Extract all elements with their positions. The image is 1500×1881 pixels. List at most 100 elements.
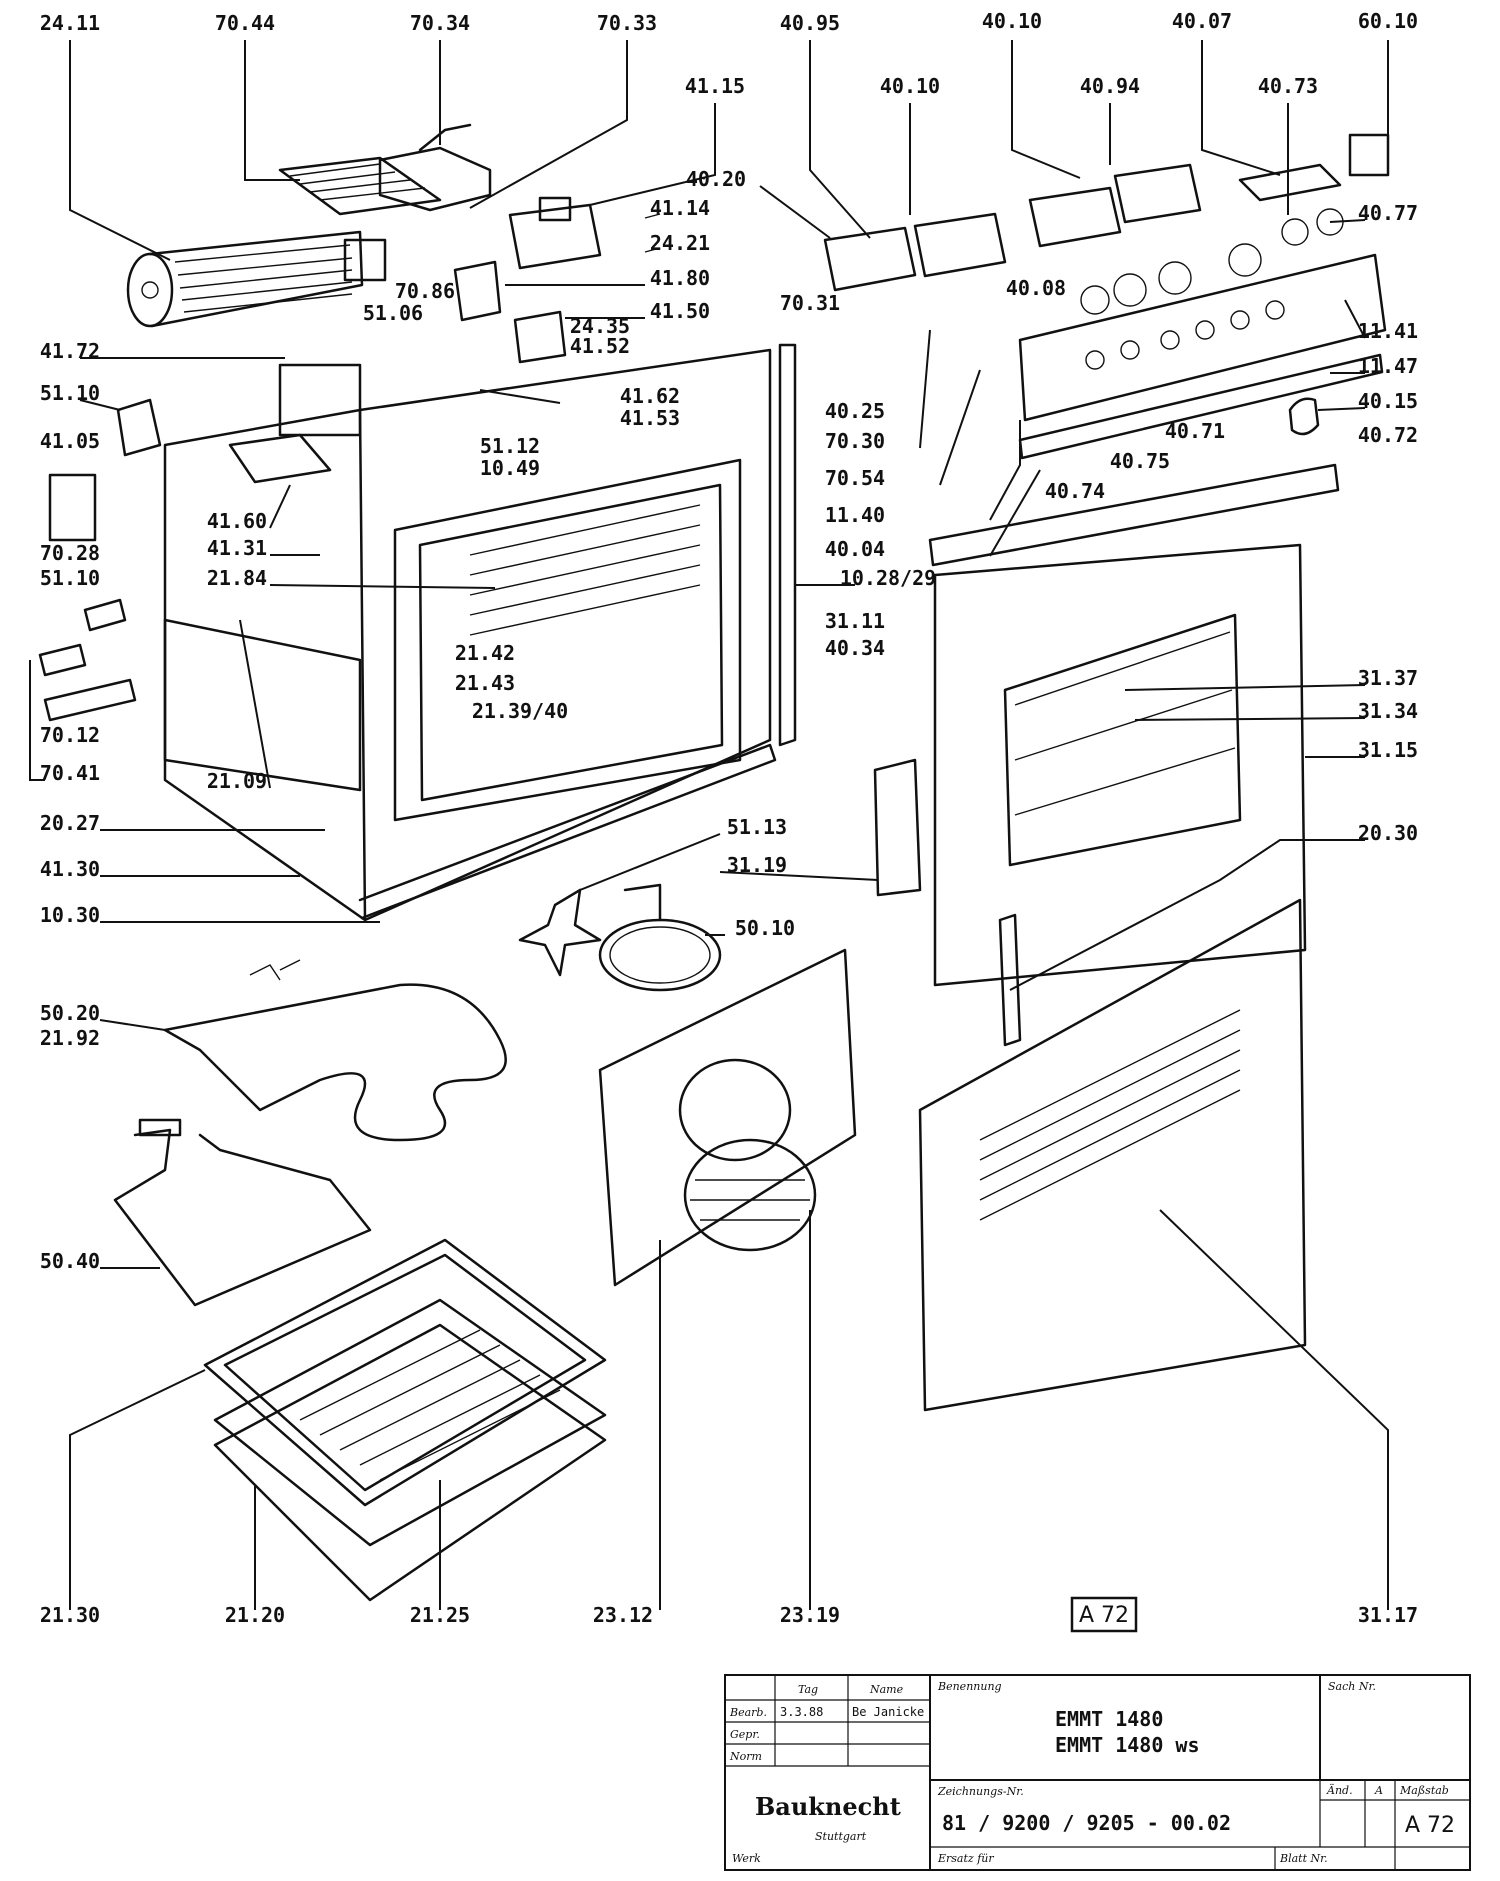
part-label-40-72: 40.72 bbox=[1358, 423, 1418, 447]
part-label-70-54: 70.54 bbox=[825, 466, 885, 490]
grill-element-part bbox=[163, 959, 507, 1142]
baking-trays-part bbox=[203, 1238, 607, 1602]
part-label-10-49: 10.49 bbox=[480, 456, 540, 480]
part-label-51-10: 51.10 bbox=[40, 566, 100, 590]
part-label-40-10: 40.10 bbox=[982, 9, 1042, 33]
fan-wheel-and-ring-part bbox=[518, 883, 722, 992]
blatt-label: Blatt Nr. bbox=[1279, 1852, 1328, 1865]
part-label-41-60: 41.60 bbox=[207, 509, 267, 533]
part-label-20-27: 20.27 bbox=[40, 811, 100, 835]
sheet-badge: A 72 bbox=[1070, 1596, 1138, 1633]
aend-label: Änd. bbox=[1326, 1783, 1353, 1797]
col-tag-header: Tag bbox=[798, 1683, 818, 1696]
part-label-40-95: 40.95 bbox=[780, 11, 840, 35]
control-switch-parts bbox=[823, 133, 1390, 292]
part-label-40-10: 40.10 bbox=[880, 74, 940, 98]
part-label-51-12: 51.12 bbox=[480, 434, 540, 458]
bearb-name: Be Janicke bbox=[852, 1705, 924, 1719]
part-label-70-34: 70.34 bbox=[410, 11, 470, 35]
part-label-51-13: 51.13 bbox=[727, 815, 787, 839]
massstab-label: Maßstab bbox=[1399, 1784, 1449, 1797]
part-drawings bbox=[38, 123, 1390, 1602]
part-label-24-35: 24.35 bbox=[570, 314, 630, 338]
part-label-23-19: 23.19 bbox=[780, 1603, 840, 1627]
part-label-21-42: 21.42 bbox=[455, 641, 515, 665]
model-name-1: EMMT 1480 bbox=[1055, 1707, 1163, 1731]
leader-lines bbox=[29, 40, 1389, 1610]
row-gepr-label: Gepr. bbox=[730, 1728, 760, 1741]
part-label-21-84: 21.84 bbox=[207, 566, 267, 590]
outer-door-panel-part bbox=[918, 898, 1307, 1412]
part-label-60-10: 60.10 bbox=[1358, 9, 1418, 33]
part-label-40-04: 40.04 bbox=[825, 537, 885, 561]
fan-cover-part bbox=[598, 948, 857, 1287]
part-label-31-37: 31.37 bbox=[1358, 666, 1418, 690]
part-label-41-50: 41.50 bbox=[650, 299, 710, 323]
part-label-41-05: 41.05 bbox=[40, 429, 100, 453]
part-label-24-11: 24.11 bbox=[40, 11, 100, 35]
part-label-41-52: 41.52 bbox=[570, 334, 630, 358]
part-label-41-62: 41.62 bbox=[620, 384, 680, 408]
part-label-70-30: 70.30 bbox=[825, 429, 885, 453]
sheet-badge-text: A 72 bbox=[1079, 1603, 1129, 1628]
oven-cavity-part bbox=[163, 343, 797, 922]
part-label-50-10: 50.10 bbox=[735, 916, 795, 940]
model-name-2: EMMT 1480 ws bbox=[1055, 1733, 1200, 1757]
part-label-40-25: 40.25 bbox=[825, 399, 885, 423]
part-label-40-74: 40.74 bbox=[1045, 479, 1105, 503]
part-label-40-71: 40.71 bbox=[1165, 419, 1225, 443]
part-label-11-40: 11.40 bbox=[825, 503, 885, 527]
part-label-70-28: 70.28 bbox=[40, 541, 100, 565]
part-label-40-08: 40.08 bbox=[1006, 276, 1066, 300]
part-label-41-30: 41.30 bbox=[40, 857, 100, 881]
col-name-header: Name bbox=[869, 1683, 904, 1696]
part-label-31-15: 31.15 bbox=[1358, 738, 1418, 762]
relay-parts bbox=[453, 196, 661, 364]
brand-city: Stuttgart bbox=[815, 1830, 867, 1843]
scale-value: A 72 bbox=[1405, 1813, 1455, 1838]
tangential-fan-part bbox=[126, 230, 387, 328]
part-label-21-39-40: 21.39/40 bbox=[472, 699, 568, 723]
part-label-11-41: 11.41 bbox=[1358, 319, 1418, 343]
part-label-40-73: 40.73 bbox=[1258, 74, 1318, 98]
part-label-21-09: 21.09 bbox=[207, 769, 267, 793]
bearb-date: 3.3.88 bbox=[780, 1705, 823, 1719]
left-small-parts bbox=[38, 398, 162, 722]
part-label-50-40: 50.40 bbox=[40, 1249, 100, 1273]
benennung-label: Benennung bbox=[937, 1680, 1002, 1693]
sieve-and-switch-part bbox=[278, 123, 492, 216]
part-label-40-77: 40.77 bbox=[1358, 201, 1418, 225]
part-label-10-28-29: 10.28/29 bbox=[840, 566, 936, 590]
part-label-41-72: 41.72 bbox=[40, 339, 100, 363]
part-label-31-17: 31.17 bbox=[1358, 1603, 1418, 1627]
part-label-70-33: 70.33 bbox=[597, 11, 657, 35]
part-label-21-20: 21.20 bbox=[225, 1603, 285, 1627]
part-label-21-92: 21.92 bbox=[40, 1026, 100, 1050]
part-label-23-12: 23.12 bbox=[593, 1603, 653, 1627]
drawing-number: 81 / 9200 / 9205 - 00.02 bbox=[942, 1811, 1231, 1835]
bottom-element-part bbox=[113, 1118, 372, 1307]
part-label-41-80: 41.80 bbox=[650, 266, 710, 290]
oven-door-part bbox=[873, 463, 1340, 1047]
brand-logo-text: Bauknecht bbox=[755, 1792, 901, 1821]
part-label-40-94: 40.94 bbox=[1080, 74, 1140, 98]
zeichnungs-label: Zeichnungs-Nr. bbox=[937, 1785, 1024, 1798]
part-label-20-30: 20.30 bbox=[1358, 821, 1418, 845]
part-label-21-30: 21.30 bbox=[40, 1603, 100, 1627]
part-label-70-12: 70.12 bbox=[40, 723, 100, 747]
part-label-21-25: 21.25 bbox=[410, 1603, 470, 1627]
part-label-41-14: 41.14 bbox=[650, 196, 710, 220]
part-label-51-06: 51.06 bbox=[363, 301, 423, 325]
part-label-11-47: 11.47 bbox=[1358, 354, 1418, 378]
part-label-31-19: 31.19 bbox=[727, 853, 787, 877]
part-label-21-43: 21.43 bbox=[455, 671, 515, 695]
a-label: A bbox=[1374, 1784, 1383, 1797]
sach-nr-label: Sach Nr. bbox=[1328, 1680, 1376, 1693]
part-label-40-15: 40.15 bbox=[1358, 389, 1418, 413]
row-bearb-label: Bearb. bbox=[729, 1706, 767, 1719]
part-label-51-10: 51.10 bbox=[40, 381, 100, 405]
part-label-70-44: 70.44 bbox=[215, 11, 275, 35]
part-label-70-31: 70.31 bbox=[780, 291, 840, 315]
